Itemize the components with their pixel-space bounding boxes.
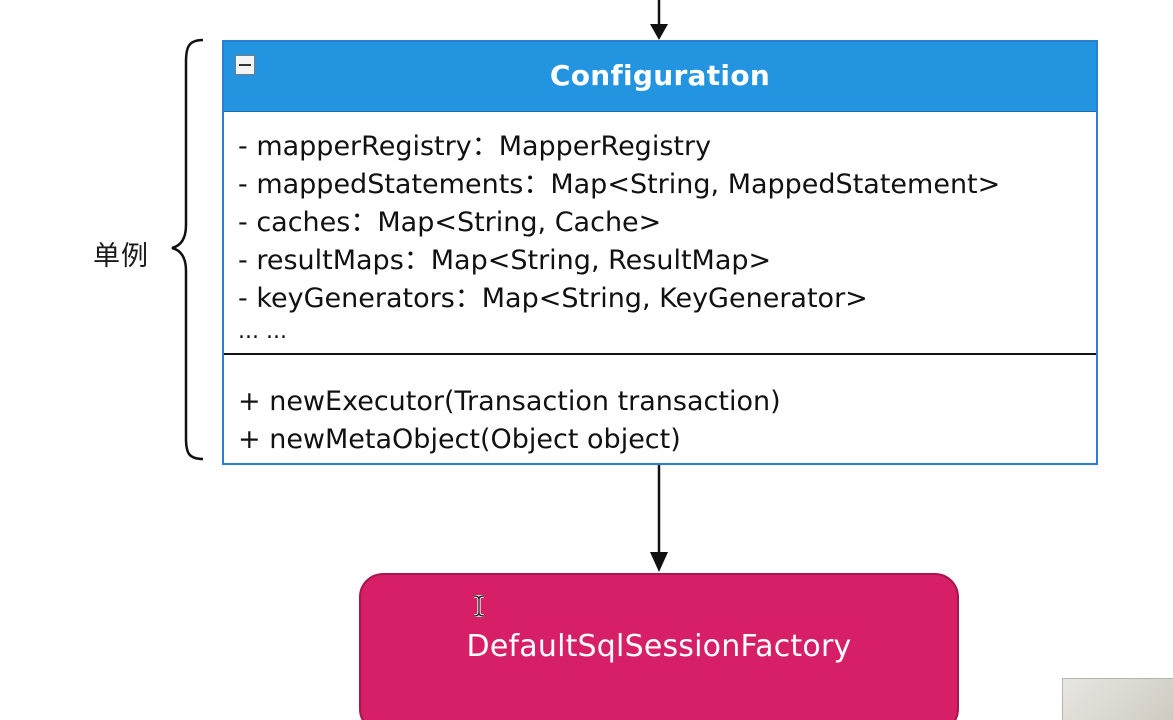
corner-thumbnail (1062, 678, 1173, 720)
factory-label: DefaultSqlSessionFactory (466, 629, 852, 664)
attribute-row: - resultMaps：Map<String, ResultMap> (238, 245, 772, 276)
attribute-row: - mapperRegistry：MapperRegistry (238, 131, 712, 162)
default-sql-session-factory-box[interactable]: DefaultSqlSessionFactory (359, 573, 959, 720)
text-cursor-icon (473, 595, 485, 617)
configuration-title: Configuration (549, 59, 771, 92)
minus-square-icon[interactable] (235, 55, 255, 75)
class-divider (224, 353, 1096, 355)
method-row: + newMetaObject(Object object) (238, 424, 681, 455)
method-row: + newExecutor(Transaction transaction) (238, 386, 781, 417)
singleton-brace (171, 38, 204, 461)
attribute-row: - keyGenerators：Map<String, KeyGenerator… (238, 283, 868, 314)
attribute-row: - caches：Map<String, Cache> (238, 207, 662, 238)
configuration-class-box[interactable]: Configuration - mapperRegistry：MapperReg… (222, 40, 1098, 465)
attribute-row: - mappedStatements：Map<String, MappedSta… (238, 169, 1001, 200)
config-to-factory-arrow-head (650, 552, 668, 572)
configuration-methods: + newExecutor(Transaction transaction) +… (238, 383, 1088, 459)
attributes-ellipsis: ... ... (238, 319, 287, 344)
configuration-header: Configuration (224, 42, 1096, 112)
singleton-label: 单例 (93, 241, 149, 272)
incoming-arrow-head (650, 24, 668, 40)
configuration-attributes: - mapperRegistry：MapperRegistry - mapped… (238, 128, 1088, 344)
